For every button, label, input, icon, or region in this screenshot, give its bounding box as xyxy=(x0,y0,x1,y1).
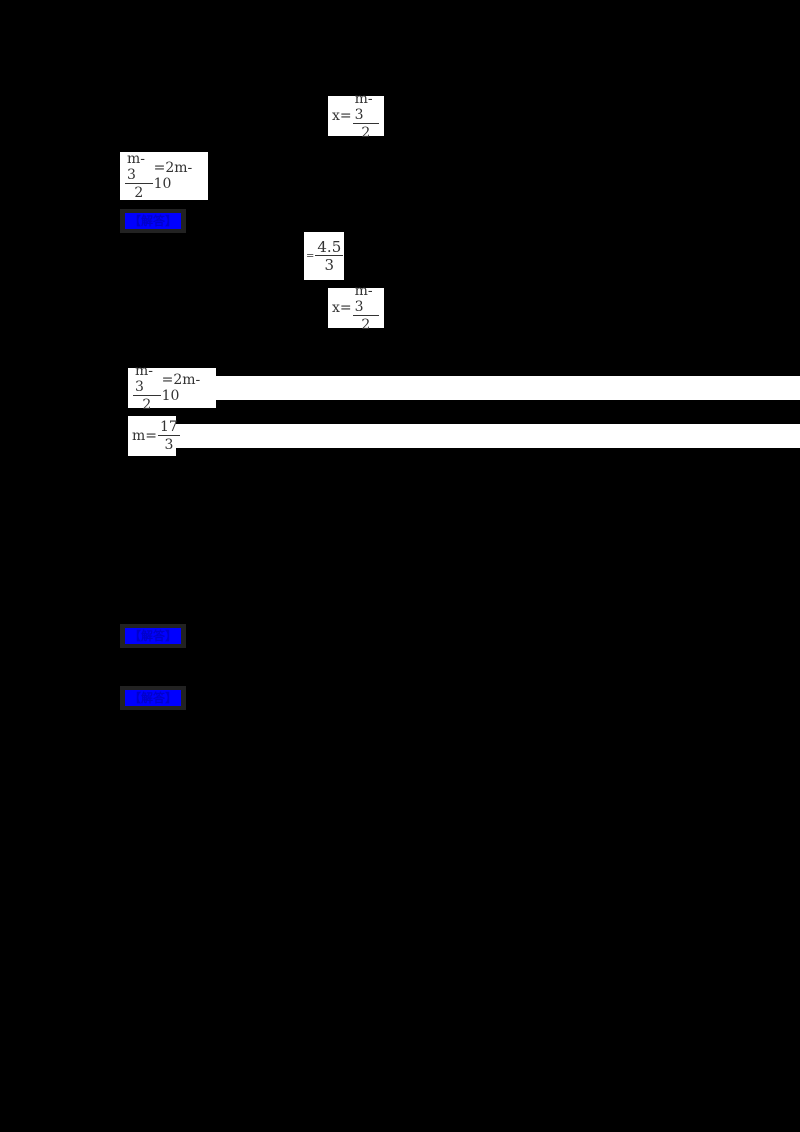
section-label-2: 【解答】 xyxy=(120,624,187,648)
eq-lhs: x= xyxy=(332,300,352,316)
section-label-1: 【解答】 xyxy=(120,209,187,233)
highlight-bar-1 xyxy=(210,376,800,400)
section-label-3: 【解答】 xyxy=(120,686,187,710)
eq-rhs: =2m-10 xyxy=(161,372,201,404)
highlight-bar-2 xyxy=(170,424,800,448)
eq-rhs: =2m-10 xyxy=(153,160,193,192)
eq-prefix: = xyxy=(306,250,315,262)
eq-lhs: x= xyxy=(332,108,352,124)
eq-lhs: m= xyxy=(132,428,158,444)
